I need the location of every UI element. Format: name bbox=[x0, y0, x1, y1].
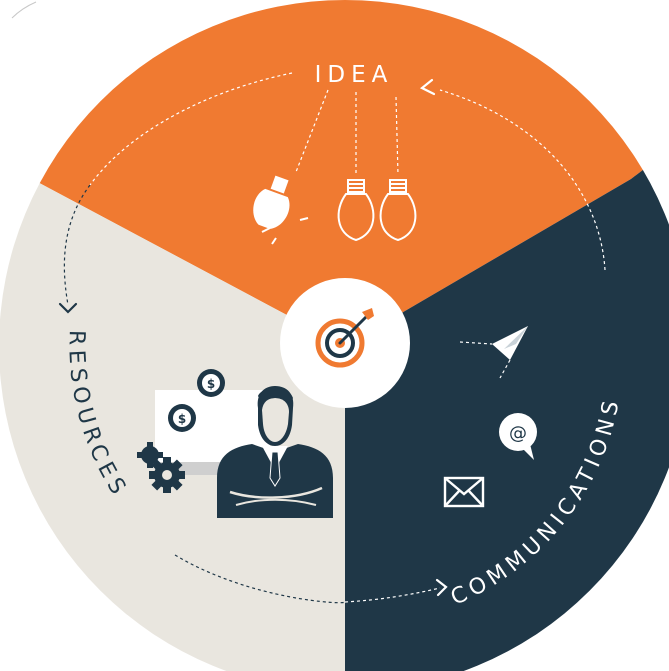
arrow-head-resources bbox=[58, 302, 78, 314]
arrow-head-communications bbox=[435, 578, 448, 597]
light-bulb-icon bbox=[379, 179, 417, 242]
envelope-icon bbox=[443, 476, 485, 508]
communications-icons: @ bbox=[443, 326, 537, 508]
at-sign-bubble-icon: @ bbox=[499, 413, 537, 460]
target-arrow-icon bbox=[315, 308, 374, 368]
svg-text:@: @ bbox=[509, 423, 527, 444]
dollar-coin-icon: $ bbox=[197, 369, 225, 397]
svg-text:$: $ bbox=[207, 377, 215, 391]
resources-icons: $ $ bbox=[137, 369, 333, 518]
idea-label: IDEA bbox=[315, 62, 394, 88]
decorative-arc bbox=[11, 1, 37, 19]
communications-segment bbox=[345, 150, 669, 671]
light-bulb-icon bbox=[337, 179, 375, 242]
dollar-coin-icon: $ bbox=[168, 404, 196, 432]
idea-segment bbox=[0, 0, 669, 346]
businessman-icon bbox=[217, 386, 333, 518]
center-target bbox=[280, 278, 410, 408]
svg-text:$: $ bbox=[178, 412, 186, 426]
cycle-arrows bbox=[58, 72, 606, 604]
idea-icons bbox=[253, 89, 417, 245]
gears-icon bbox=[137, 442, 185, 493]
arrow-head-idea bbox=[419, 78, 436, 96]
light-bulb-on-icon bbox=[253, 175, 290, 229]
light-rays bbox=[255, 213, 309, 245]
paper-plane-icon bbox=[459, 326, 528, 379]
monitor-icon bbox=[155, 390, 270, 475]
